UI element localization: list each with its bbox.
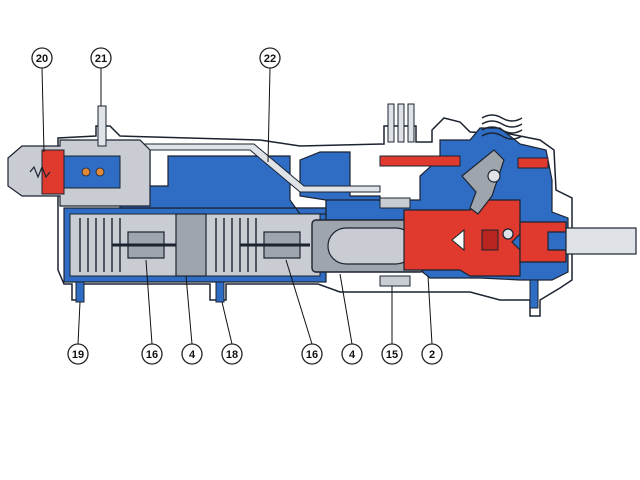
callout-21: 21	[90, 47, 112, 69]
callout-19: 19	[67, 343, 89, 365]
top-red-rod	[379, 155, 461, 167]
lever-pivot	[487, 169, 501, 183]
port-19	[75, 281, 85, 303]
callout-4-right: 4	[341, 343, 363, 365]
left-head-red	[41, 149, 65, 195]
callout-20: 20	[31, 47, 53, 69]
leader-lines	[41, 67, 433, 345]
piston-4-right-slot	[327, 227, 415, 265]
callout-22: 22	[259, 47, 281, 69]
callout-20-label: 20	[36, 53, 48, 65]
callout-2-label: 2	[429, 349, 435, 361]
callout-2: 2	[421, 343, 443, 365]
callout-4-right-label: 4	[349, 349, 356, 361]
channel-22	[129, 143, 381, 193]
callout-16-left: 16	[141, 343, 163, 365]
callout-16-right: 16	[301, 343, 323, 365]
callout-15-label: 15	[386, 349, 398, 361]
left-head-balls	[81, 167, 105, 177]
callout-15: 15	[381, 343, 403, 365]
left-head-blue-core	[63, 155, 121, 189]
callout-4-left: 4	[181, 343, 203, 365]
callout-18: 18	[221, 343, 243, 365]
callout-19-label: 19	[72, 349, 84, 361]
callout-16-right-label: 16	[306, 349, 318, 361]
plunger-arrow	[451, 228, 465, 252]
callout-4-left-label: 4	[189, 349, 196, 361]
top-pipes	[387, 103, 415, 143]
callout-16-left-label: 16	[146, 349, 158, 361]
lever-pin	[502, 228, 514, 240]
lever-arm	[461, 149, 505, 215]
piston-4-left	[175, 213, 207, 277]
output-shaft	[565, 227, 637, 255]
port-18	[215, 281, 225, 303]
seal-15	[379, 197, 411, 287]
callout-18-label: 18	[226, 349, 238, 361]
end-fitting-red	[519, 221, 567, 263]
callout-22-label: 22	[264, 53, 276, 65]
top-red-rod-right	[517, 157, 549, 169]
plunger-pin-block	[481, 229, 499, 251]
left-head-spring	[29, 165, 51, 179]
port-right	[529, 279, 539, 309]
top-spring	[481, 114, 523, 140]
pipe-21	[97, 105, 107, 147]
callout-21-label: 21	[95, 53, 107, 65]
